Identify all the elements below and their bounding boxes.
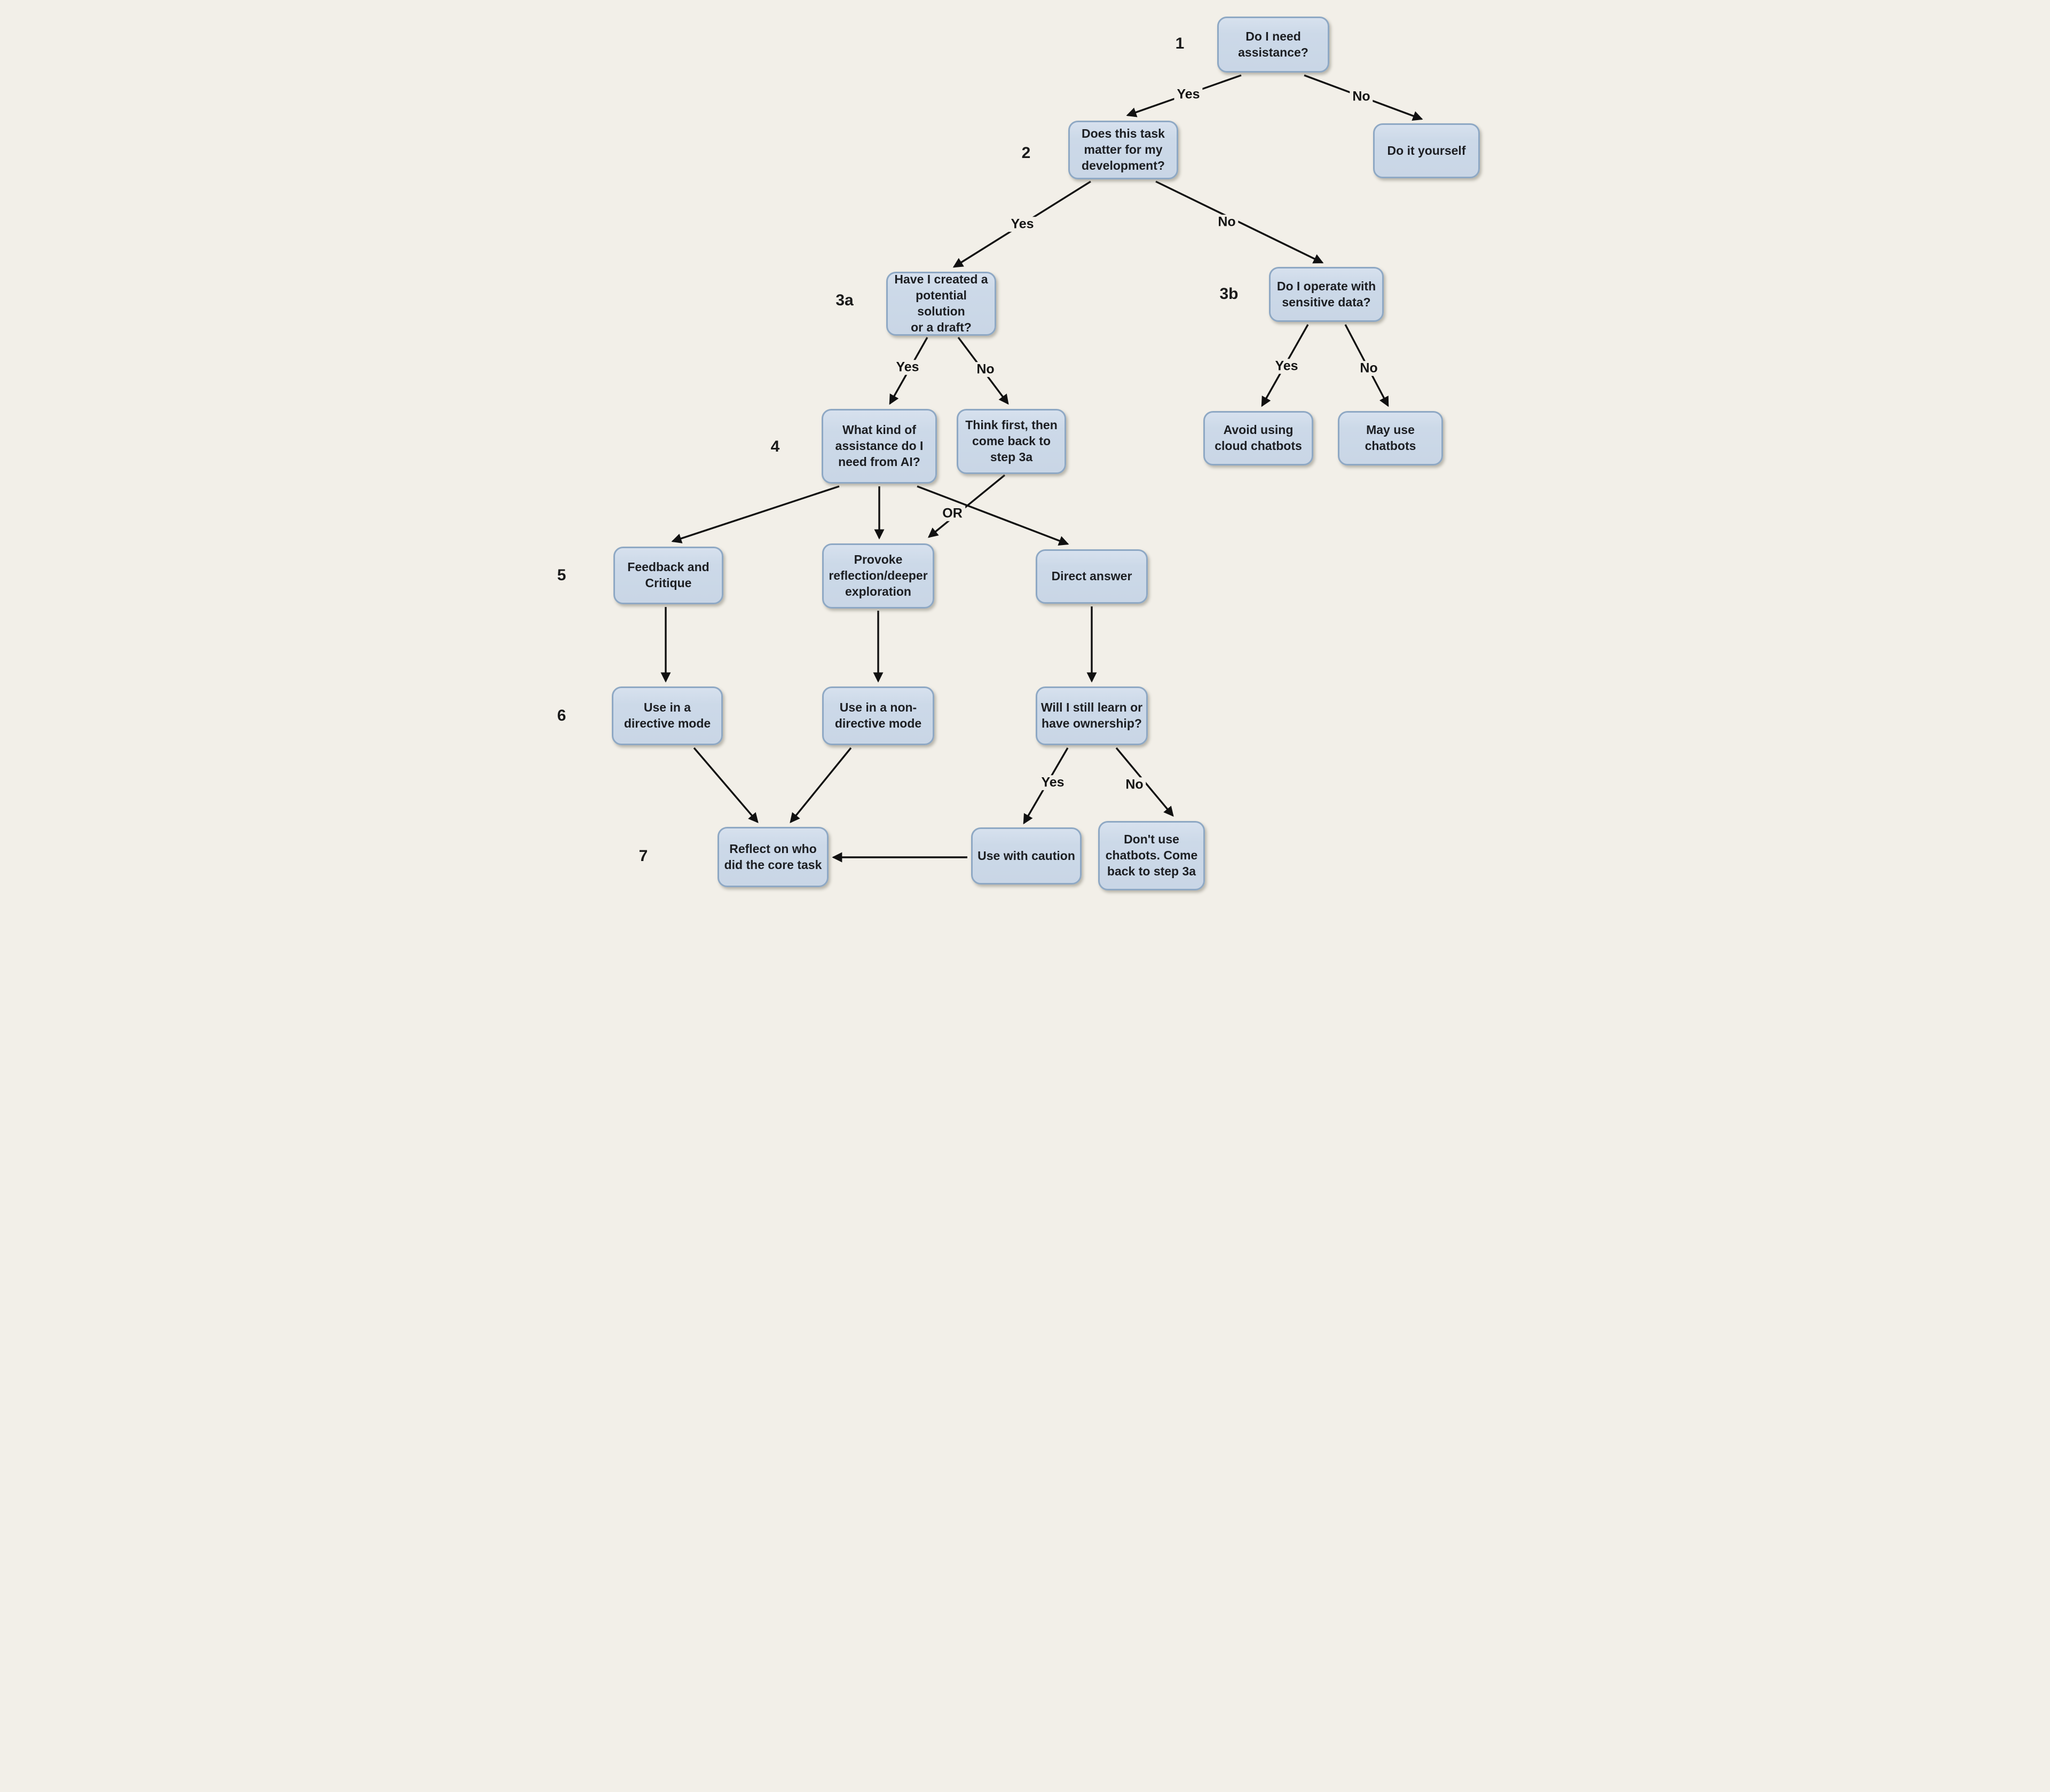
edge-q2-no (1155, 180, 1324, 264)
node-direct-answer-label: Direct answer (1051, 569, 1132, 583)
edge-label-ownership-no: No (1123, 777, 1146, 792)
edge-directive-reflect (693, 747, 759, 824)
edge-label-q3a-yes: Yes (893, 360, 922, 375)
node-what-kind-assistance: What kind of assistance do I need from A… (822, 409, 937, 484)
node-do-i-need-assistance: Do I need assistance? (1217, 17, 1329, 73)
node-use-with-caution: Use with caution (971, 827, 1082, 885)
node-use-with-caution-label: Use with caution (977, 848, 1075, 863)
edge-label-q2-no: No (1215, 215, 1239, 230)
node-directive-mode-label: Use in a directive mode (624, 700, 711, 730)
step-label-4: 4 (770, 438, 780, 455)
flowchart-canvas: Do I need assistance? Do it yourself Doe… (512, 0, 1538, 896)
node-provoke-reflection: Provoke reflection/deeper exploration (822, 543, 934, 609)
step-label-1: 1 (1175, 35, 1185, 52)
edge-label-ownership-yes: Yes (1038, 775, 1067, 790)
edge-label-q3b-no: No (1357, 361, 1381, 376)
edge-label-q1-yes: Yes (1174, 87, 1203, 102)
node-provoke-reflection-label: Provoke reflection/deeper exploration (829, 552, 928, 598)
step-label-6: 6 (557, 707, 566, 724)
edge-label-q2-yes: Yes (1008, 217, 1037, 232)
edge-label-q1-no: No (1350, 89, 1373, 104)
edge-think-or-provoke (927, 474, 1006, 538)
node-do-it-yourself: Do it yourself (1373, 123, 1480, 178)
node-created-solution-draft-label: Have I created a potential solution or a… (894, 272, 988, 334)
node-created-solution-draft: Have I created a potential solution or a… (886, 272, 996, 336)
node-do-i-need-assistance-label: Do I need assistance? (1238, 29, 1308, 59)
step-label-7: 7 (638, 847, 648, 865)
node-avoid-cloud-chatbots-label: Avoid using cloud chatbots (1215, 423, 1302, 453)
node-still-learn-ownership-label: Will I still learn or have ownership? (1040, 700, 1143, 730)
node-still-learn-ownership: Will I still learn or have ownership? (1036, 686, 1148, 745)
edge-label-or: OR (940, 506, 965, 521)
node-avoid-cloud-chatbots: Avoid using cloud chatbots (1203, 411, 1313, 465)
node-task-matter-development-label: Does this task matter for my development… (1082, 127, 1165, 172)
node-do-it-yourself-label: Do it yourself (1387, 143, 1466, 157)
node-feedback-critique-label: Feedback and Critique (627, 560, 709, 590)
node-task-matter-development: Does this task matter for my development… (1068, 121, 1178, 179)
step-label-5: 5 (557, 566, 566, 584)
step-label-3b: 3b (1219, 285, 1239, 303)
edge-label-q3a-no: No (974, 362, 997, 377)
edge-label-q3b-yes: Yes (1272, 359, 1301, 374)
edge-nondirective-reflect (790, 747, 852, 824)
step-label-3a: 3a (835, 291, 854, 309)
node-dont-use-chatbots: Don't use chatbots. Come back to step 3a (1098, 821, 1205, 890)
node-directive-mode: Use in a directive mode (612, 686, 723, 745)
node-think-first: Think first, then come back to step 3a (957, 409, 1066, 474)
node-reflect-core-task: Reflect on who did the core task (718, 827, 829, 887)
edge-q4-direct (917, 485, 1069, 546)
step-label-2: 2 (1021, 144, 1031, 162)
node-non-directive-mode-label: Use in a non- directive mode (834, 700, 922, 730)
node-feedback-critique: Feedback and Critique (613, 547, 723, 604)
node-may-use-chatbots-label: May use chatbots (1365, 423, 1416, 453)
node-dont-use-chatbots-label: Don't use chatbots. Come back to step 3a (1105, 832, 1198, 878)
node-non-directive-mode: Use in a non- directive mode (822, 686, 934, 745)
node-may-use-chatbots: May use chatbots (1338, 411, 1443, 465)
node-reflect-core-task-label: Reflect on who did the core task (724, 841, 822, 872)
edge-q4-feedback (671, 485, 840, 543)
node-think-first-label: Think first, then come back to step 3a (965, 418, 1058, 464)
node-sensitive-data-label: Do I operate with sensitive data? (1276, 279, 1376, 309)
node-what-kind-assistance-label: What kind of assistance do I need from A… (835, 423, 924, 469)
node-sensitive-data: Do I operate with sensitive data? (1269, 267, 1384, 322)
node-direct-answer: Direct answer (1036, 549, 1148, 604)
